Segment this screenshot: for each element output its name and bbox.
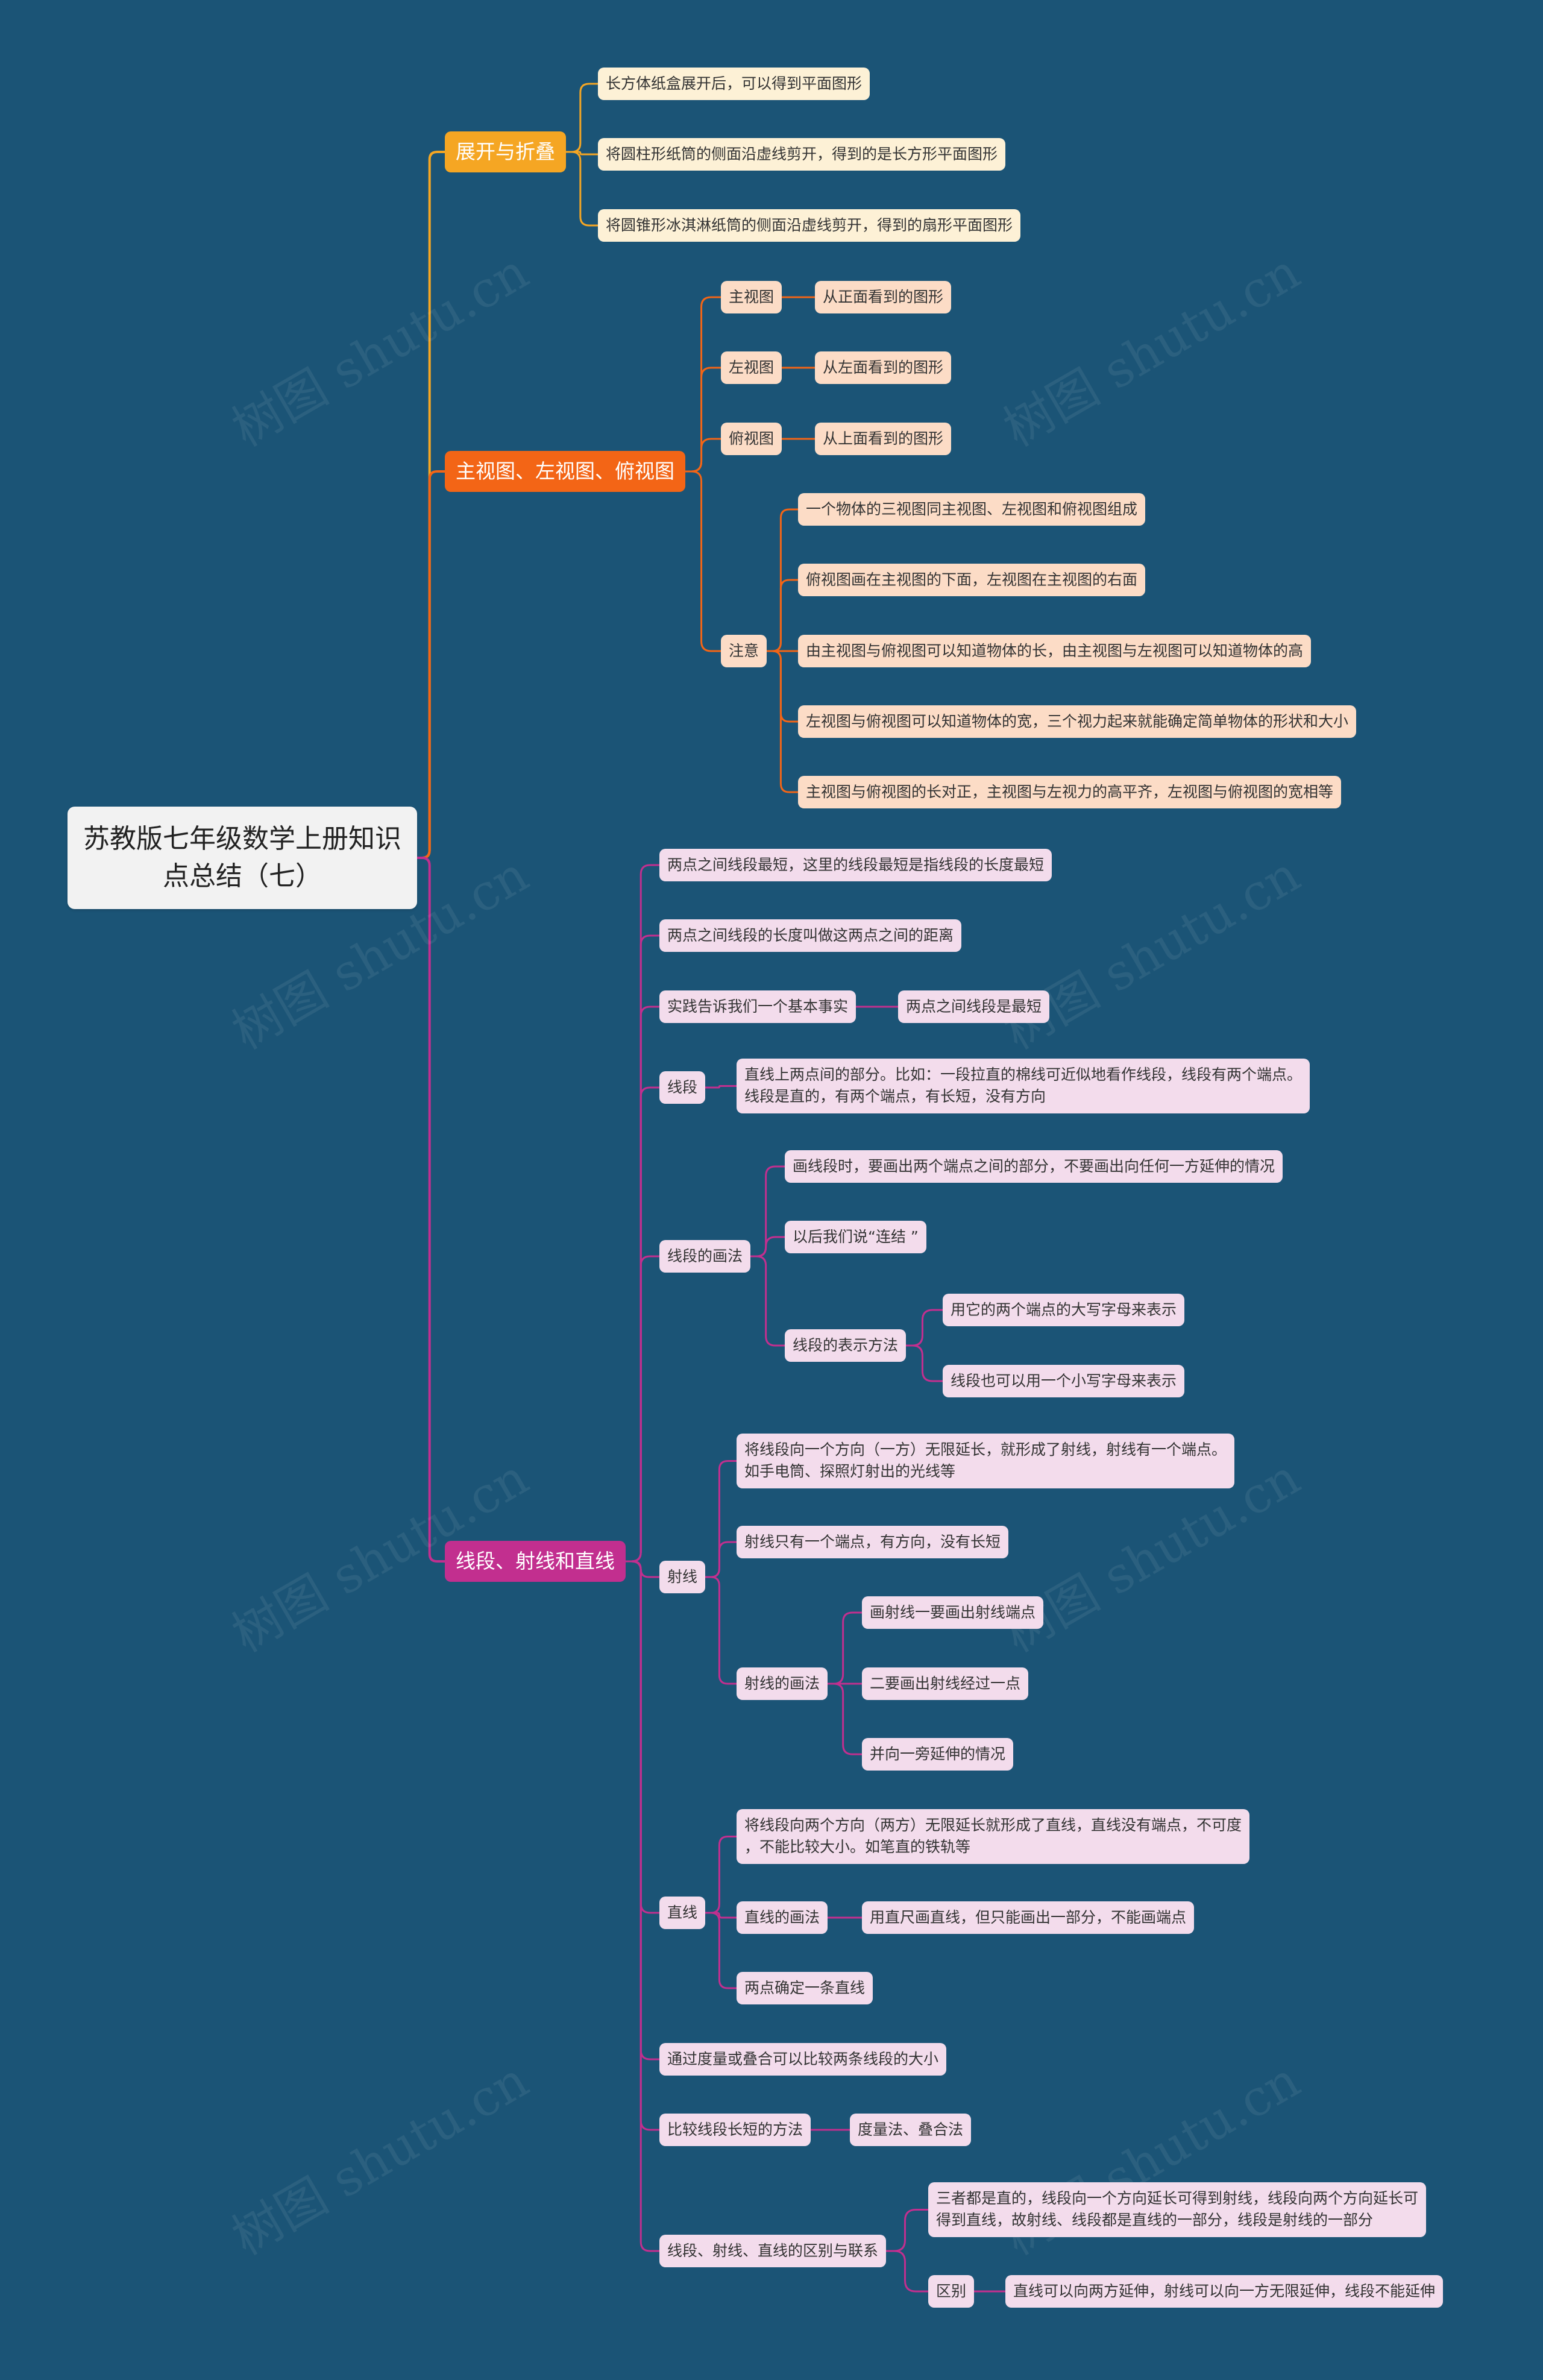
segment-definition[interactable]: 直线上两点间的部分。比如：一段拉直的棉线可近似地看作线段，线段有两个端点。 线段… — [737, 1059, 1310, 1113]
compare-by-measure[interactable]: 通过度量或叠合可以比较两条线段的大小 — [659, 2043, 947, 2076]
link-lines-2 — [626, 1006, 659, 1563]
link-lines-3 — [626, 1086, 659, 1563]
segment-drawing-1[interactable]: 画线段时，要画出两个端点之间的部分，不要画出向任何一方延伸的情况 — [785, 1150, 1283, 1183]
line-drawing-content[interactable]: 用直尺画直线，但只能画出一部分，不能画端点 — [862, 1901, 1195, 1935]
distance-definition[interactable]: 两点之间线段的长度叫做这两点之间的距离 — [659, 919, 962, 952]
link-lines-1 — [626, 934, 659, 1563]
compare-methods[interactable]: 比较线段长短的方法 — [659, 2114, 811, 2147]
link-root-fold — [417, 151, 445, 859]
link-note-1 — [767, 579, 798, 652]
segment-notation-1[interactable]: 用它的两个端点的大写字母来表示 — [943, 1294, 1185, 1327]
link-relation-diff — [886, 2250, 928, 2293]
difference-content[interactable]: 直线可以向两方延伸，射线可以向一方无限延伸，线段不能延伸 — [1005, 2275, 1444, 2308]
line-drawing[interactable]: 直线的画法 — [737, 1901, 828, 1935]
note-item-3[interactable]: 由主视图与俯视图可以知道物体的长，由主视图与左视图可以知道物体的高 — [798, 635, 1312, 668]
straight-line-definition[interactable]: 将线段向两个方向（两方）无限延长就形成了直线，直线没有端点，不可度 ，不能比较大… — [737, 1809, 1250, 1864]
link-lines-7 — [626, 1560, 659, 2060]
link-ray-def — [705, 1460, 737, 1578]
basic-fact[interactable]: 实践告诉我们一个基本事实 — [659, 990, 856, 1024]
ray-drawing-1[interactable]: 画射线一要画出射线端点 — [862, 1596, 1044, 1629]
link-fold-1 — [566, 151, 598, 156]
link-views-0 — [685, 296, 721, 473]
link-sdraw-2 — [750, 1236, 785, 1258]
link-ray-prop — [705, 1541, 737, 1578]
shortest-segment[interactable]: 两点之间线段最短，这里的线段最短是指线段的长度最短 — [659, 849, 1052, 882]
difference[interactable]: 区别 — [928, 2275, 975, 2308]
ray-drawing-2[interactable]: 二要画出射线经过一点 — [862, 1667, 1029, 1701]
ray-drawing-3[interactable]: 并向一旁延伸的情况 — [862, 1738, 1014, 1771]
ray-drawing[interactable]: 射线的画法 — [737, 1667, 828, 1701]
straight-line[interactable]: 直线 — [659, 1897, 706, 1930]
link-lines-9 — [626, 1560, 659, 2252]
note-item-4[interactable]: 左视图与俯视图可以知道物体的宽，三个视力起来就能确定简单物体的形状和大小 — [798, 705, 1357, 738]
link-rdraw-1 — [828, 1611, 862, 1685]
link-fold-2 — [566, 151, 598, 227]
notes-label[interactable]: 注意 — [721, 635, 767, 668]
link-note-0 — [767, 508, 798, 652]
link-views-1 — [685, 367, 721, 473]
segment-drawing-2[interactable]: 以后我们说“连结 ” — [785, 1221, 926, 1254]
link-lines-0 — [626, 864, 659, 1563]
fold-item-2[interactable]: 将圆柱形纸筒的侧面沿虚线剪开，得到的是长方形平面图形 — [598, 138, 1006, 171]
two-points-line[interactable]: 两点确定一条直线 — [737, 1972, 873, 2005]
link-lines-5 — [626, 1560, 659, 1578]
link-notation-1 — [906, 1309, 943, 1347]
branch-views[interactable]: 主视图、左视图、俯视图 — [445, 451, 685, 492]
ray-property[interactable]: 射线只有一个端点，有方向，没有长短 — [737, 1526, 1009, 1559]
link-views-2 — [685, 438, 721, 473]
link-views-3 — [685, 470, 721, 652]
segment-notation-2[interactable]: 线段也可以用一个小写字母来表示 — [943, 1365, 1185, 1398]
link-sdraw-1 — [750, 1165, 785, 1258]
note-item-2[interactable]: 俯视图画在主视图的下面，左视图在主视图的右面 — [798, 564, 1146, 597]
link-relation-1 — [886, 2209, 928, 2252]
link-rdraw-3 — [828, 1683, 862, 1755]
link-line-2p — [705, 1912, 737, 1989]
segment[interactable]: 线段 — [659, 1071, 706, 1104]
link-line-def — [705, 1836, 737, 1914]
branch-fold[interactable]: 展开与折叠 — [445, 131, 566, 172]
watermark-2: 树图 shutu.cn — [995, 243, 1310, 458]
fold-item-1[interactable]: 长方体纸盒展开后，可以得到平面图形 — [598, 68, 870, 101]
link-lines-8 — [626, 1560, 659, 2131]
main-view[interactable]: 主视图 — [721, 281, 782, 314]
link-note-3 — [767, 650, 798, 723]
segment-notation[interactable]: 线段的表示方法 — [785, 1329, 907, 1362]
fold-item-3[interactable]: 将圆锥形冰淇淋纸筒的侧面沿虚线剪开，得到的扇形平面图形 — [598, 209, 1021, 242]
link-ray-draw — [705, 1576, 737, 1685]
branch-lines[interactable]: 线段、射线和直线 — [445, 1541, 626, 1582]
watermark-7: 树图 shutu.cn — [223, 2051, 538, 2267]
note-item-5[interactable]: 主视图与俯视图的长对正，主视图与左视力的高平齐，左视图与俯视图的宽相等 — [798, 776, 1342, 809]
top-view-desc[interactable]: 从上面看到的图形 — [815, 423, 952, 456]
left-view[interactable]: 左视图 — [721, 351, 782, 385]
note-item-1[interactable]: 一个物体的三视图同主视图、左视图和俯视图组成 — [798, 493, 1146, 526]
link-root-views — [417, 470, 445, 859]
link-lines-4 — [626, 1255, 659, 1563]
link-segment-def — [705, 1085, 737, 1089]
link-line-draw — [705, 1912, 737, 1919]
link-fold-0 — [566, 83, 598, 153]
ray-definition[interactable]: 将线段向一个方向（一方）无限延长，就形成了射线，射线有一个端点。 如手电筒、探照… — [737, 1434, 1235, 1488]
relation-1[interactable]: 三者都是直的，线段向一个方向延长可得到射线，线段向两个方向延长可 得到直线，故射… — [928, 2182, 1427, 2237]
link-note-4 — [767, 650, 798, 793]
basic-fact-content[interactable]: 两点之间线段是最短 — [898, 990, 1050, 1024]
relation[interactable]: 线段、射线、直线的区别与联系 — [659, 2235, 887, 2268]
link-sdraw-notation — [750, 1255, 785, 1347]
link-lines-6 — [626, 1560, 659, 1914]
left-view-desc[interactable]: 从左面看到的图形 — [815, 351, 952, 385]
watermark-1: 树图 shutu.cn — [223, 243, 538, 458]
compare-methods-content[interactable]: 度量法、叠合法 — [850, 2114, 972, 2147]
ray[interactable]: 射线 — [659, 1561, 706, 1594]
link-notation-2 — [906, 1344, 943, 1382]
root-topic[interactable]: 苏教版七年级数学上册知识点总结（七） — [68, 807, 417, 909]
top-view[interactable]: 俯视图 — [721, 423, 782, 456]
segment-drawing[interactable]: 线段的画法 — [659, 1240, 751, 1273]
main-view-desc[interactable]: 从正面看到的图形 — [815, 281, 952, 314]
